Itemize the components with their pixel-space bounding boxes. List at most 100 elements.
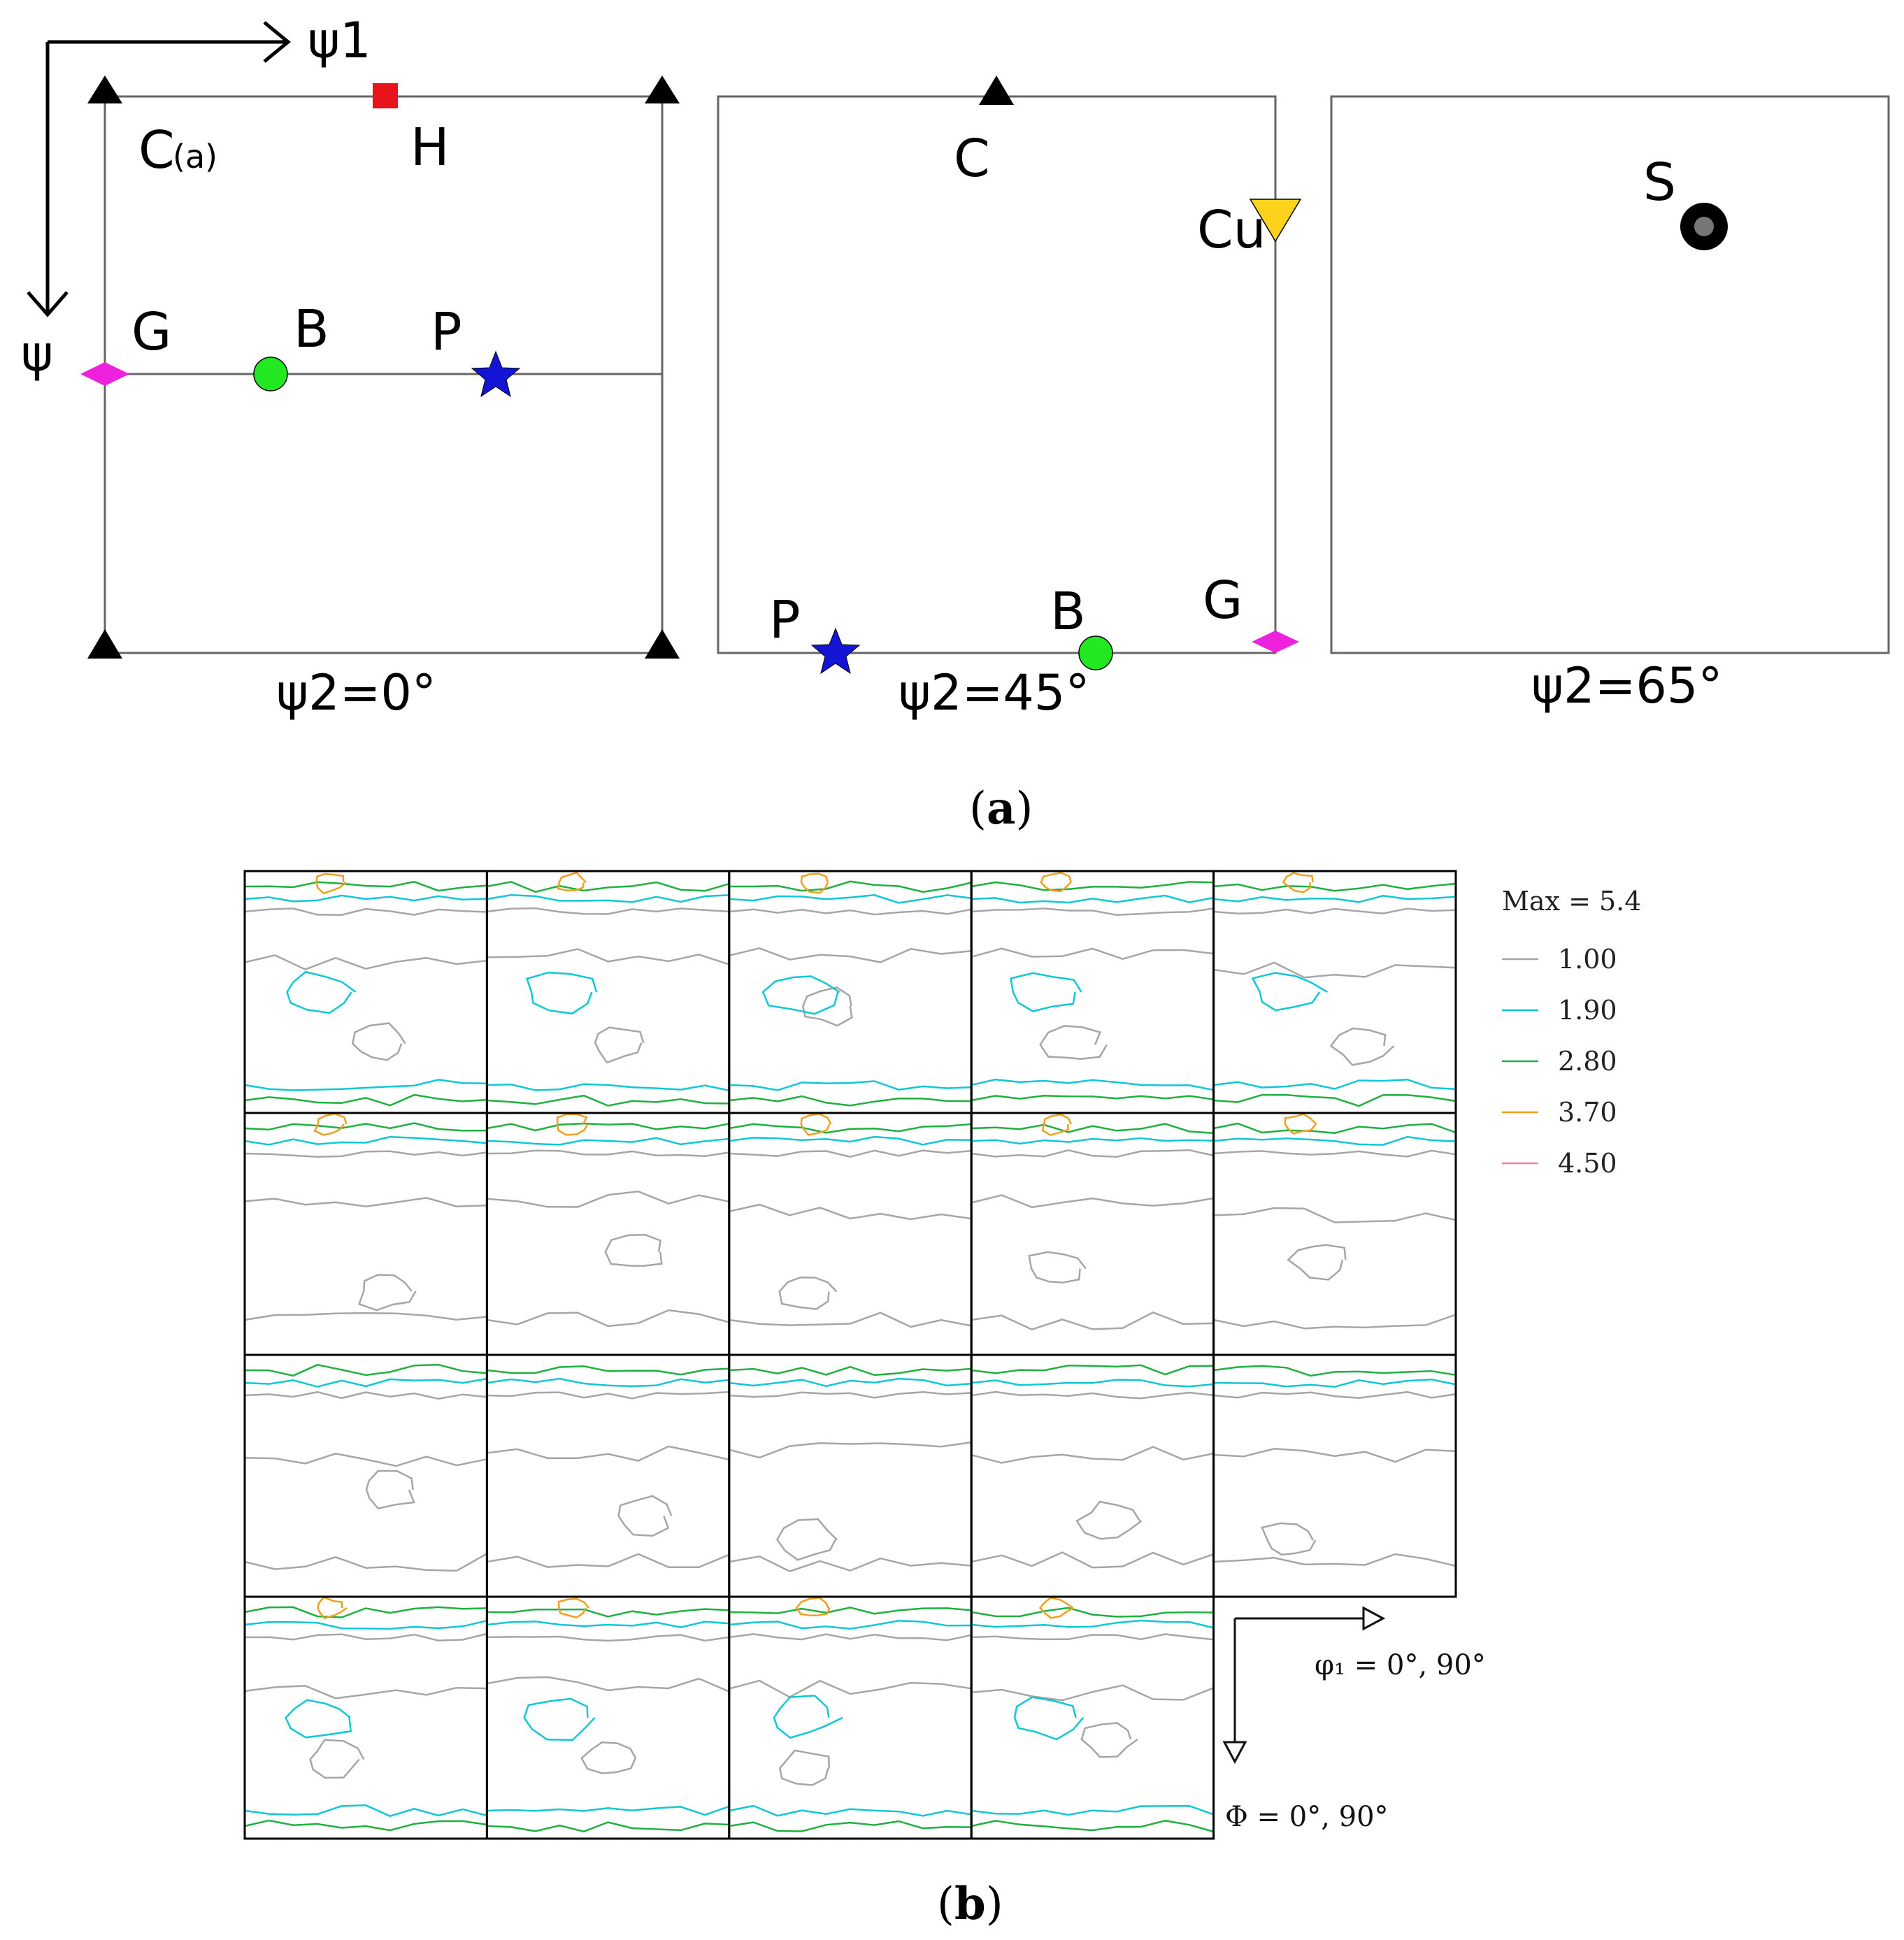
- contour-line-3-70: [800, 872, 829, 894]
- contour-line-1-90: [1213, 1078, 1456, 1091]
- contour-line-1-00: [778, 1277, 838, 1310]
- c-triangle-marker: [645, 629, 680, 659]
- contour-line-1-90: [729, 1135, 972, 1146]
- contour-line-1-90: [244, 1377, 487, 1388]
- psi1-axis-arrow: [48, 21, 291, 63]
- odf-section-cell: [243, 1353, 488, 1598]
- odf-cell-border: [970, 1595, 1215, 1840]
- odf-cell-border: [485, 870, 731, 1114]
- contour-line-2-80: [971, 1095, 1214, 1102]
- contour-line-1-00: [487, 1309, 730, 1328]
- contour-line-1-90: [487, 1137, 729, 1146]
- odf-section-cell: [485, 1353, 731, 1598]
- contour-line-1-90: [1010, 972, 1082, 1012]
- legend-level-2: 2.80: [1558, 1046, 1617, 1077]
- caption-a: (a): [969, 782, 1033, 835]
- contour-line-2-80: [971, 881, 1214, 891]
- contour-line-2-80: [487, 1608, 729, 1618]
- contour-line-1-00: [1075, 1500, 1143, 1540]
- contour-line-3-70: [556, 1113, 589, 1136]
- contour-line-2-80: [487, 881, 730, 893]
- contour-line-1-00: [357, 1274, 417, 1312]
- caption-a-open: (: [969, 783, 987, 835]
- contour-line-1-90: [971, 1619, 1214, 1629]
- contour-line-1-00: [971, 1311, 1214, 1331]
- contour-line-1-00: [1028, 1251, 1087, 1284]
- odf-cell-border: [243, 1353, 488, 1598]
- s-circle-inner: [1694, 217, 1714, 236]
- odf-section-cell: [1212, 1112, 1457, 1356]
- contour-line-1-00: [365, 1470, 415, 1510]
- contour-line-1-00: [729, 908, 972, 916]
- panel-b: Max = 5.4 1.00 1.90 2.80 3.70 4.50 φ₁ = …: [243, 870, 1641, 1930]
- contour-line-1-00: [776, 1518, 838, 1561]
- contour-line-2-80: [971, 1820, 1214, 1833]
- contour-line-1-90: [1013, 1696, 1085, 1741]
- contour-line-1-00: [1261, 1522, 1317, 1556]
- contour-line-1-00: [617, 1495, 673, 1537]
- odf-cell-border: [728, 1353, 973, 1598]
- contour-legend: Max = 5.4 1.00 1.90 2.80 3.70 4.50: [1502, 886, 1641, 1179]
- contour-line-1-00: [1080, 1722, 1138, 1758]
- odf-section-cell: [243, 1595, 488, 1840]
- contour-line-1-00: [351, 1022, 406, 1061]
- contour-line-1-90: [487, 894, 729, 903]
- contour-line-1-90: [487, 1805, 730, 1816]
- legend-level-0: 1.00: [1558, 944, 1617, 975]
- contour-line-1-00: [971, 907, 1214, 917]
- caption-b: (b): [937, 1878, 1003, 1930]
- contour-line-1-90: [525, 971, 598, 1015]
- label-c-left-sub: (a): [173, 138, 217, 175]
- contour-line-3-70: [313, 1112, 348, 1136]
- contour-line-1-00: [244, 954, 487, 971]
- contour-line-1-00: [244, 1632, 487, 1641]
- contour-line-1-00: [729, 1679, 972, 1698]
- odf-cell-border: [1212, 870, 1457, 1114]
- contour-line-1-00: [487, 1553, 730, 1569]
- contour-line-2-80: [244, 1606, 487, 1618]
- contour-line-1-00: [487, 1391, 729, 1400]
- label-s: S: [1643, 152, 1676, 213]
- contour-line-1-90: [244, 1079, 487, 1091]
- psi-axis-arrow: [27, 42, 69, 317]
- contour-line-1-00: [487, 1149, 729, 1157]
- contour-line-1-00: [487, 1634, 729, 1642]
- odf-section-cell: [485, 1112, 731, 1356]
- c-triangle-marker: [645, 76, 680, 103]
- contour-line-2-80: [244, 1093, 487, 1107]
- panel-a: ψ1 ψ ψ2=0° ψ2=45° ψ2=65°: [21, 12, 1890, 835]
- g-diamond-marker: [80, 362, 129, 386]
- contour-line-1-00: [487, 1191, 730, 1208]
- contour-line-2-80: [244, 1819, 487, 1832]
- phi1-axis-arrow: [1235, 1606, 1386, 1631]
- odf-section-cell: [1212, 1353, 1457, 1598]
- contour-line-2-80: [729, 1607, 972, 1615]
- contour-line-1-00: [1329, 1027, 1395, 1066]
- contour-line-1-00: [487, 948, 730, 965]
- contour-line-1-90: [761, 975, 840, 1015]
- label-c-left: C: [138, 120, 175, 180]
- contour-line-1-00: [244, 1553, 488, 1572]
- contour-line-1-90: [487, 1377, 729, 1388]
- contour-line-1-90: [1251, 972, 1329, 1012]
- Phi-axis-label: Φ = 0°, 90°: [1225, 1801, 1389, 1833]
- contour-line-1-00: [729, 1633, 972, 1641]
- contour-line-3-70: [557, 871, 587, 892]
- odf-cell-border: [728, 870, 973, 1114]
- odf-cell-border: [243, 870, 488, 1114]
- contour-line-1-00: [1213, 1553, 1456, 1567]
- odf-section-cell: [970, 1595, 1215, 1840]
- label-c-mid: C: [954, 129, 990, 189]
- c-triangle-marker: [979, 76, 1014, 105]
- odf-section-cell: [728, 870, 973, 1114]
- contour-line-1-90: [729, 1804, 972, 1817]
- contour-line-1-00: [244, 1197, 487, 1208]
- odf-cell-border: [1212, 1353, 1457, 1598]
- contour-line-1-00: [1039, 1025, 1108, 1060]
- contour-line-1-00: [971, 1446, 1214, 1464]
- contour-line-1-00: [1213, 961, 1456, 979]
- contour-line-2-80: [729, 1095, 972, 1107]
- b-circle-marker: [253, 357, 288, 391]
- contour-line-3-70: [1041, 1114, 1072, 1137]
- contour-line-3-70: [315, 872, 347, 895]
